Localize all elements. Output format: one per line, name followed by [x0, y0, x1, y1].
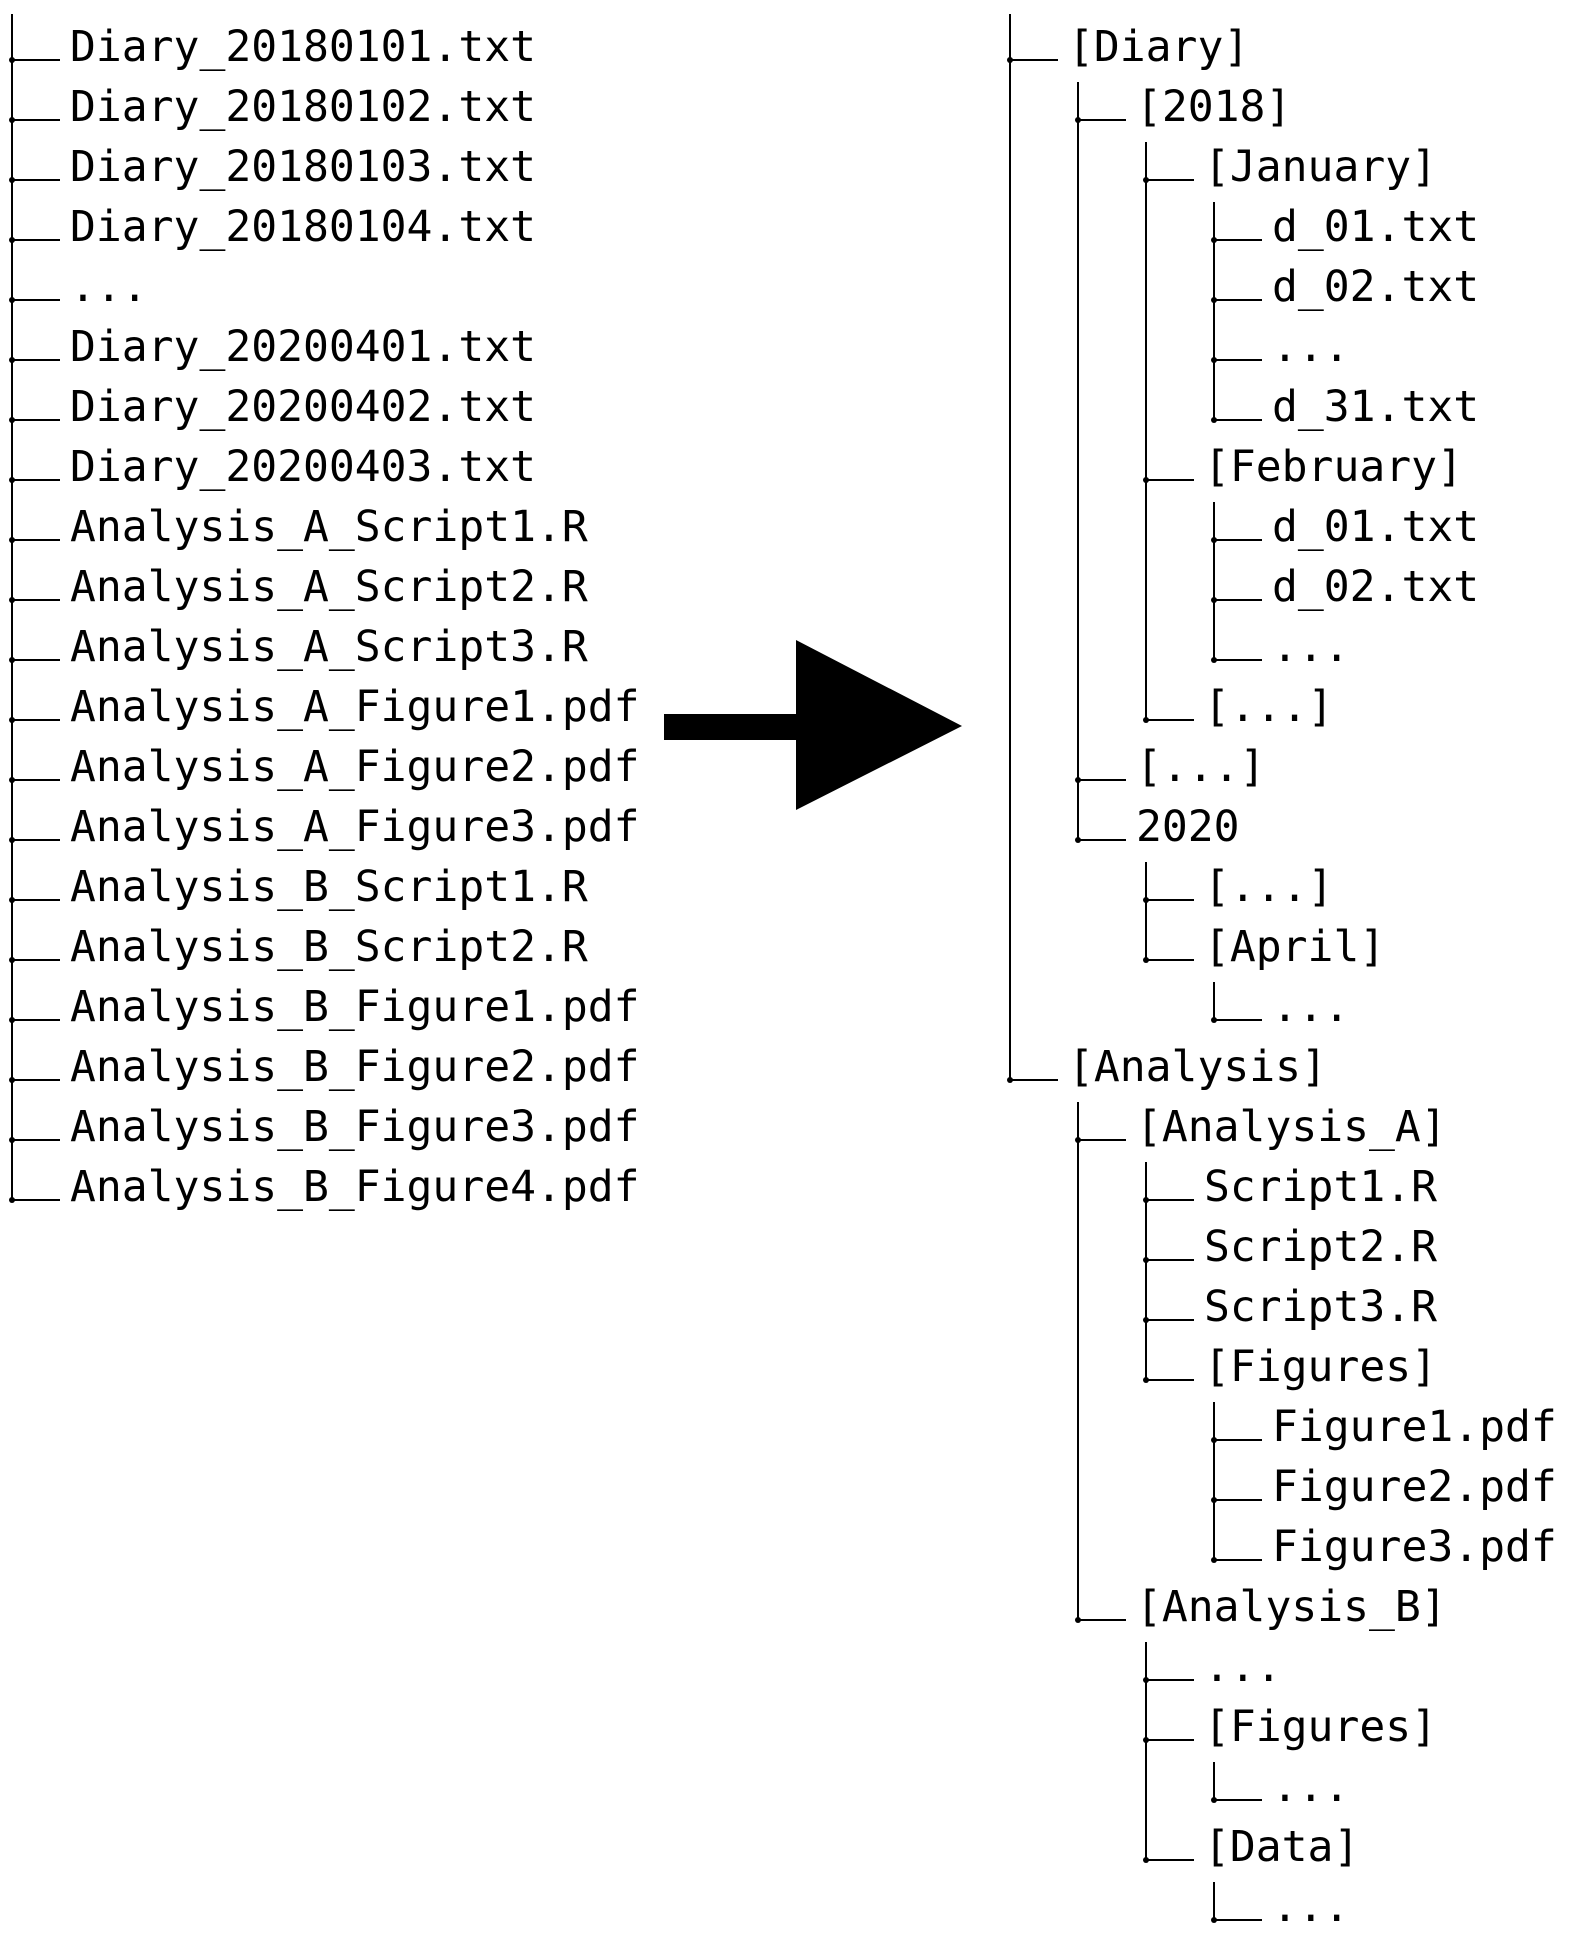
- flat-list-item: Diary_20200402.txt: [70, 382, 536, 432]
- right-arrow-shape: [664, 640, 962, 810]
- tree-node: [Figures]: [1204, 1702, 1437, 1752]
- connector-dot: [9, 57, 15, 63]
- tree-node: ...: [1272, 982, 1350, 1032]
- tree-node: ...: [1272, 622, 1350, 672]
- tree-node: d_31.txt: [1272, 382, 1480, 432]
- tree-node: Script2.R: [1204, 1222, 1437, 1272]
- connector-dot: [9, 177, 15, 183]
- flat-list-item: Diary_20180104.txt: [70, 202, 536, 252]
- tree-node: [...]: [1136, 742, 1266, 792]
- flat-list-item: Analysis_B_Script1.R: [70, 862, 588, 912]
- tree-node: Script1.R: [1204, 1162, 1437, 1212]
- tree-node: d_01.txt: [1272, 202, 1480, 252]
- tree-node: d_01.txt: [1272, 502, 1480, 552]
- flat-list-item: Analysis_A_Script2.R: [70, 562, 588, 612]
- flat-list-item: Analysis_B_Figure2.pdf: [70, 1042, 640, 1092]
- tree-node: ...: [1272, 322, 1350, 372]
- flat-list-item: Analysis_B_Figure3.pdf: [70, 1102, 640, 1152]
- tree-node: [Analysis]: [1068, 1042, 1327, 1092]
- flat-list-item: Analysis_A_Figure3.pdf: [70, 802, 640, 852]
- flat-list-item: Analysis_A_Figure2.pdf: [70, 742, 640, 792]
- connector-dot: [9, 777, 15, 783]
- tree-node: [2018]: [1136, 82, 1292, 132]
- connector-dot: [9, 837, 15, 843]
- tree-node: d_02.txt: [1272, 562, 1480, 612]
- connector-dot: [9, 537, 15, 543]
- tree-node: [Figures]: [1204, 1342, 1437, 1392]
- flat-list-item: ...: [70, 262, 148, 312]
- flat-list-item: Diary_20200401.txt: [70, 322, 536, 372]
- connector-dot: [9, 1077, 15, 1083]
- connector-dot: [9, 1197, 15, 1203]
- tree-node: ...: [1204, 1642, 1282, 1692]
- tree-node: [Analysis_A]: [1136, 1102, 1447, 1152]
- tree-node: [April]: [1204, 922, 1386, 972]
- tree-node: Script3.R: [1204, 1282, 1437, 1332]
- flat-list-item: Analysis_B_Figure4.pdf: [70, 1162, 640, 1212]
- connector-dot: [9, 897, 15, 903]
- connector-dot: [9, 417, 15, 423]
- tree-node: [Data]: [1204, 1822, 1360, 1872]
- tree-node: [January]: [1204, 142, 1437, 192]
- tree-node: Figure3.pdf: [1272, 1522, 1557, 1572]
- tree-node: d_02.txt: [1272, 262, 1480, 312]
- flat-list-item: Diary_20200403.txt: [70, 442, 536, 492]
- flat-list-item: Analysis_A_Script3.R: [70, 622, 588, 672]
- flat-list-item: Analysis_A_Script1.R: [70, 502, 588, 552]
- flat-list-item: Diary_20180102.txt: [70, 82, 536, 132]
- flat-list-item: Analysis_A_Figure1.pdf: [70, 682, 640, 732]
- connector-dot: [9, 237, 15, 243]
- flat-list-item: Diary_20180103.txt: [70, 142, 536, 192]
- tree-node: ...: [1272, 1762, 1350, 1812]
- tree-node: [Analysis_B]: [1136, 1582, 1447, 1632]
- tree-node: ...: [1272, 1882, 1350, 1932]
- tree-node: [Diary]: [1068, 22, 1250, 72]
- tree-node: 2020: [1136, 802, 1240, 852]
- flat-list-item: Analysis_B_Figure1.pdf: [70, 982, 640, 1032]
- connector-dot: [9, 1017, 15, 1023]
- connector-dot: [9, 657, 15, 663]
- connector-dot: [9, 1137, 15, 1143]
- connector-dot: [9, 717, 15, 723]
- tree-node: [...]: [1204, 682, 1334, 732]
- connector-dot: [9, 117, 15, 123]
- connector-dot: [9, 477, 15, 483]
- flat-list-item: Analysis_B_Script2.R: [70, 922, 588, 972]
- tree-node: Figure2.pdf: [1272, 1462, 1557, 1512]
- tree-node: Figure1.pdf: [1272, 1402, 1557, 1452]
- connector-dot: [9, 297, 15, 303]
- tree-node: [...]: [1204, 862, 1334, 912]
- connector-dot: [9, 357, 15, 363]
- flat-list-item: Diary_20180101.txt: [70, 22, 536, 72]
- connector-dot: [9, 957, 15, 963]
- connector-dot: [9, 597, 15, 603]
- tree-node: [February]: [1204, 442, 1463, 492]
